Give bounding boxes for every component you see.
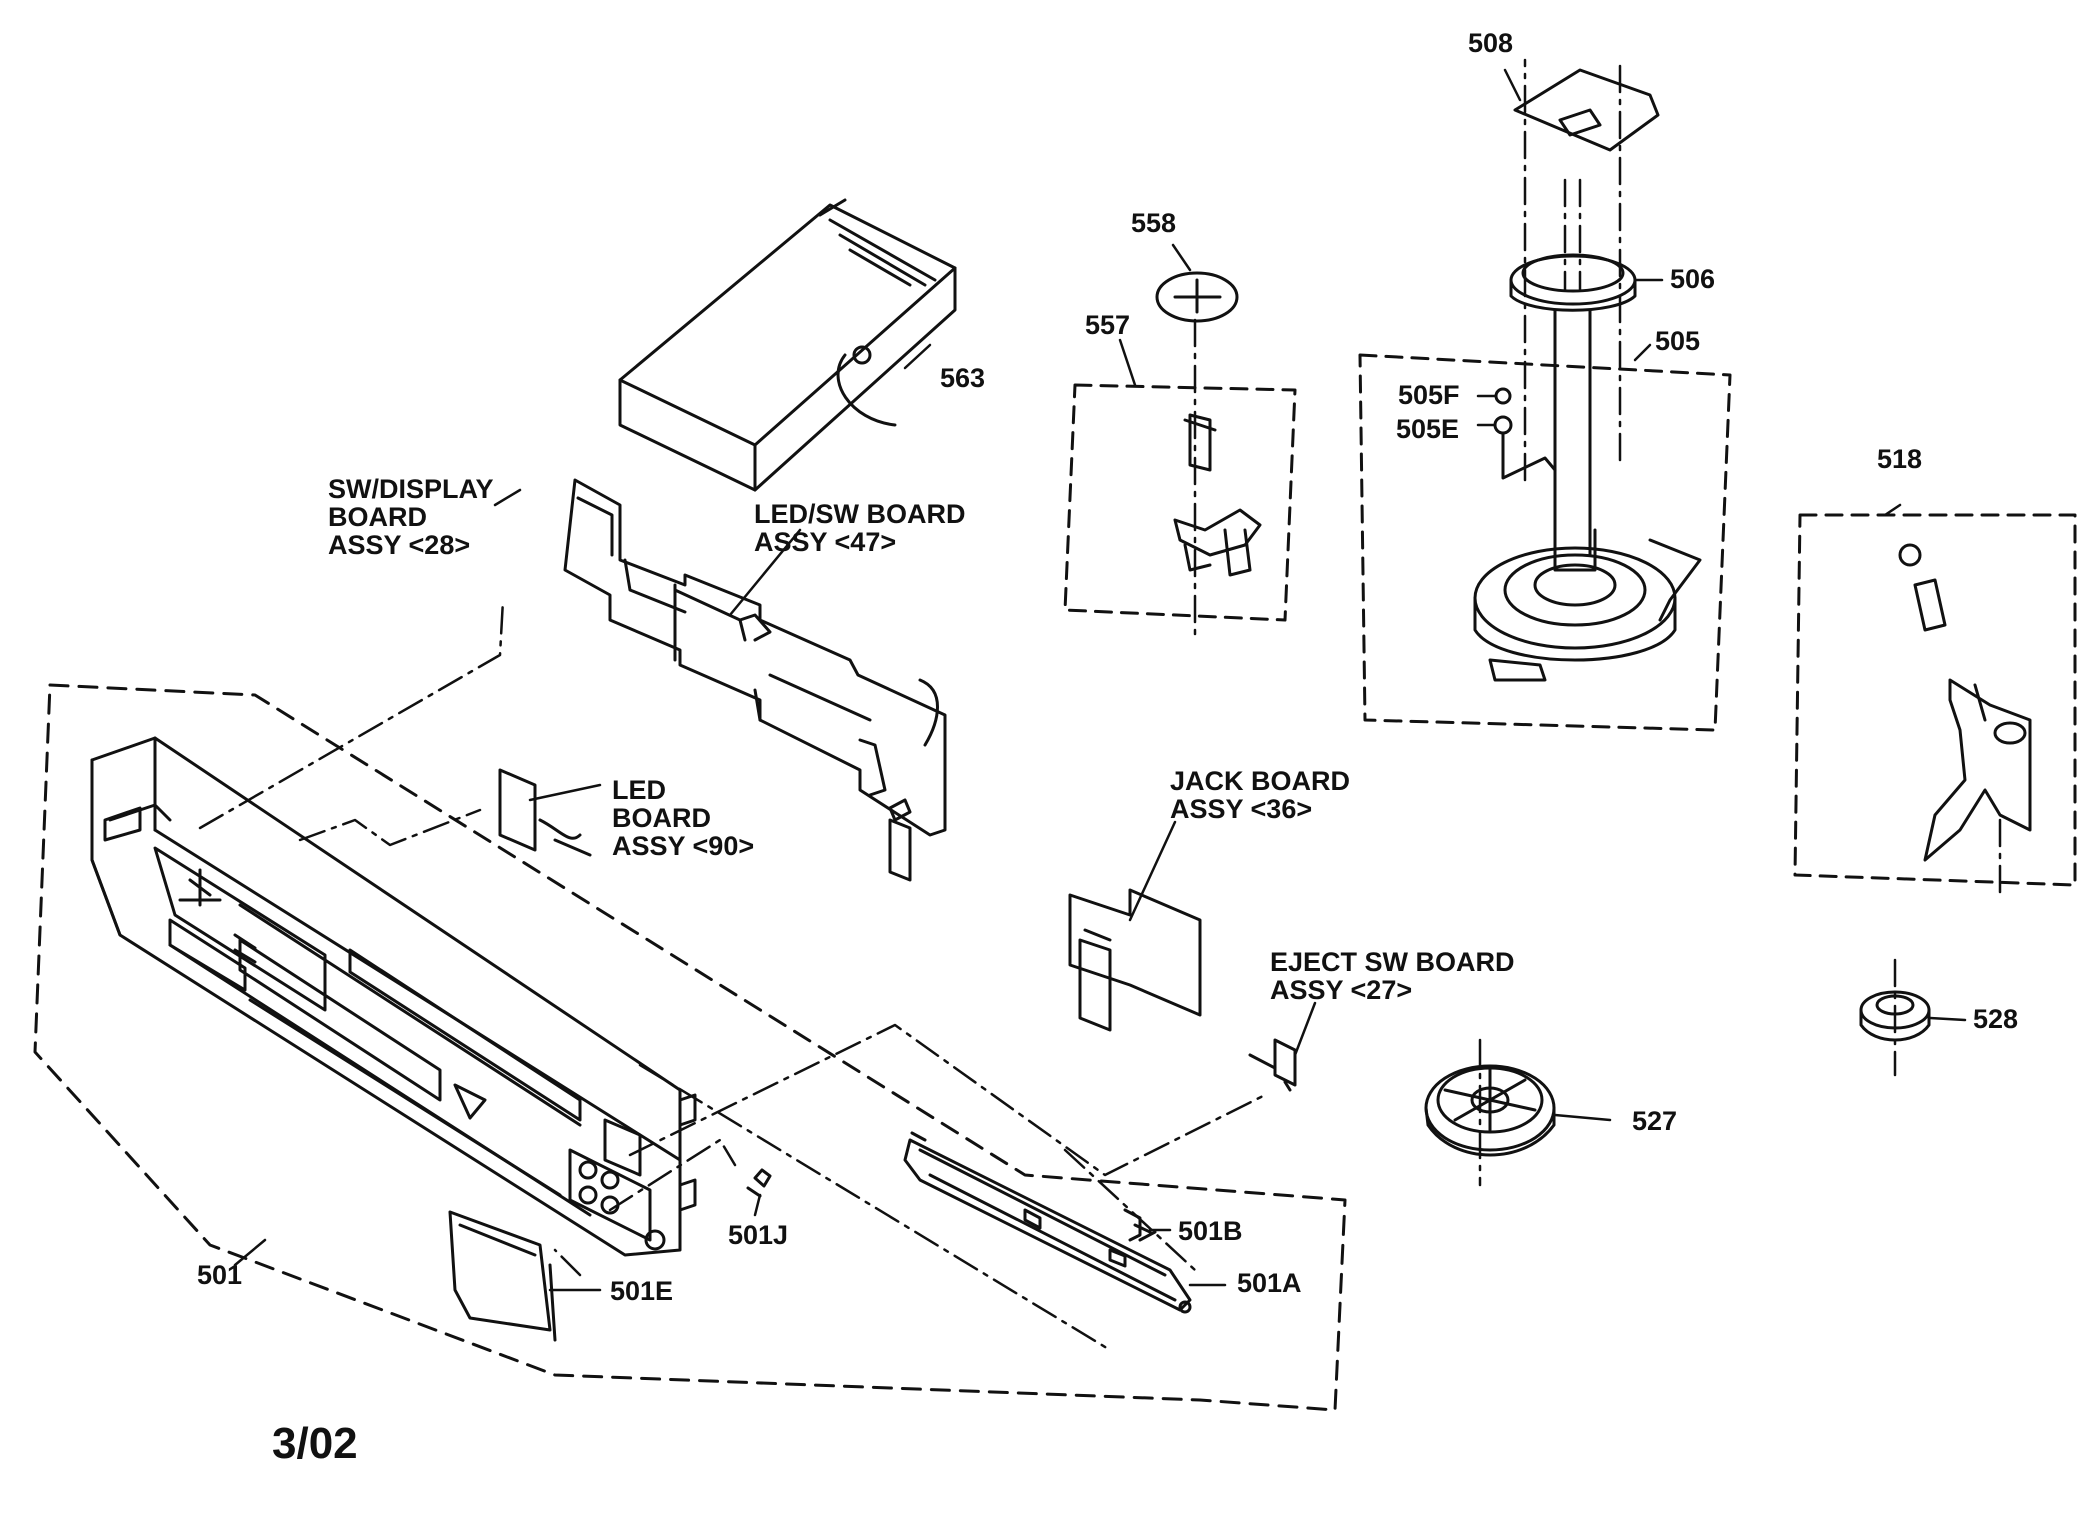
jack-board — [1068, 888, 1202, 1032]
leader-lines — [233, 68, 1967, 1292]
front-panel-group-boundary — [33, 683, 1347, 1412]
callout-line: BOARD — [328, 502, 427, 532]
part-518-lever — [1898, 543, 2032, 862]
callout-jack-board: JACK BOARD ASSY <36> — [1170, 767, 1350, 823]
wheel-527 — [1424, 1064, 1556, 1157]
part-label-508: 508 — [1468, 28, 1514, 58]
ring-506 — [1509, 253, 1637, 312]
callout-line: ASSY <47> — [754, 527, 897, 557]
part-label-528: 528 — [1973, 1004, 2019, 1034]
cap-508 — [1513, 68, 1660, 152]
part-label-557: 557 — [1085, 310, 1131, 340]
callout-line: ASSY <36> — [1170, 794, 1313, 824]
part-label-505: 505 — [1655, 326, 1701, 356]
callout-line: ASSY <90> — [612, 831, 755, 861]
eject-sw-board — [1248, 1038, 1297, 1092]
part-label-505f: 505F — [1398, 380, 1460, 410]
led-board — [498, 768, 592, 857]
rail-501a — [903, 1131, 1192, 1314]
part-558-disc — [1155, 271, 1239, 323]
part-label-563: 563 — [940, 363, 986, 393]
box-563 — [618, 198, 957, 492]
part-label-527: 527 — [1632, 1106, 1678, 1136]
part-label-501: 501 — [197, 1260, 243, 1290]
callout-led-sw-board: LED/SW BOARD ASSY <47> — [754, 500, 966, 556]
part-557-assembly — [1173, 413, 1262, 577]
callout-line: LED — [612, 775, 666, 805]
front-panel-501 — [90, 736, 697, 1257]
alignment-lines — [198, 58, 2002, 1352]
part-label-501e: 501E — [610, 1276, 674, 1306]
callout-line: ASSY <27> — [1270, 975, 1413, 1005]
part-label-501b: 501B — [1178, 1216, 1243, 1246]
part-label-501a: 501A — [1237, 1268, 1302, 1298]
callout-eject-sw-board: EJECT SW BOARD ASSY <27> — [1270, 948, 1515, 1004]
clip-501b — [1123, 1208, 1157, 1242]
part-label-506: 506 — [1670, 264, 1716, 294]
shaft — [1553, 308, 1592, 557]
door-501e — [448, 1210, 557, 1342]
part-label-501j: 501J — [728, 1220, 789, 1250]
callout-line: ASSY <28> — [328, 530, 471, 560]
callout-line: EJECT SW BOARD — [1270, 947, 1515, 977]
part-label-518: 518 — [1877, 444, 1923, 474]
callout-line: BOARD — [612, 803, 711, 833]
group-557-boundary — [1063, 383, 1297, 622]
callout-line: JACK BOARD — [1170, 766, 1351, 796]
callout-line: SW/DISPLAY — [328, 474, 494, 504]
callout-led-board: LED BOARD ASSY <90> — [612, 776, 754, 860]
group-518-boundary — [1793, 513, 2077, 887]
date-code: 3/02 — [272, 1419, 358, 1468]
sw-display-board — [563, 478, 947, 882]
part-label-558: 558 — [1131, 208, 1177, 238]
reel-assembly-505 — [1473, 528, 1702, 682]
screw-501j — [746, 1168, 772, 1198]
callout-line: LED/SW BOARD — [754, 499, 966, 529]
part-label-505e: 505E — [1396, 414, 1460, 444]
callout-sw-display-board: SW/DISPLAY BOARD ASSY <28> — [328, 475, 494, 559]
group-505-boundary — [1358, 353, 1732, 732]
